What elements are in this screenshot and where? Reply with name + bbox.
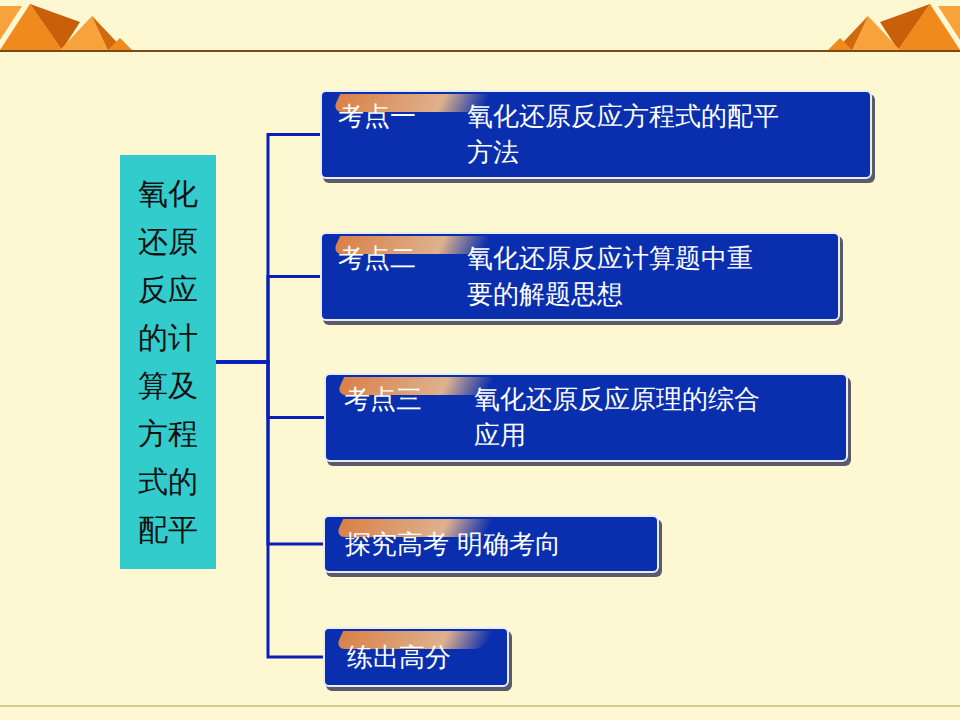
footer-rule (0, 705, 960, 707)
section-title: 氧化还原反应原理的综合 应用 (474, 381, 768, 454)
bracket-connector (216, 276, 320, 362)
section-number: 考点一 (338, 98, 416, 134)
section-number: 考点二 (338, 240, 416, 276)
section-box: 探究高考 明确考向 (323, 515, 659, 573)
corner-triangles-left (0, 4, 132, 50)
section-title: 氧化还原反应计算题中重 要的解题思想 (467, 240, 761, 313)
corner-triangles-right (828, 4, 960, 50)
section-box: 练出高分 (323, 627, 509, 687)
bracket-connector (216, 362, 324, 417)
section-title: 练出高分 (347, 639, 451, 675)
header-rule (0, 50, 960, 52)
section-box: 考点二 氧化还原反应计算题中重 要的解题思想 (320, 232, 840, 321)
section-box: 考点三 氧化还原反应原理的综合 应用 (324, 373, 848, 462)
bracket-connector (216, 362, 323, 657)
section-title: 氧化还原反应方程式的配平 方法 (467, 98, 787, 171)
section-number: 考点三 (344, 381, 422, 417)
topic-text: 氧化还原反应的计算及方程式的配平 (138, 170, 198, 554)
section-title: 探究高考 明确考向 (345, 526, 561, 562)
section-box: 考点一 氧化还原反应方程式的配平 方法 (320, 90, 872, 179)
bracket-connector (216, 134, 320, 362)
topic-box: 氧化还原反应的计算及方程式的配平 (120, 155, 216, 569)
